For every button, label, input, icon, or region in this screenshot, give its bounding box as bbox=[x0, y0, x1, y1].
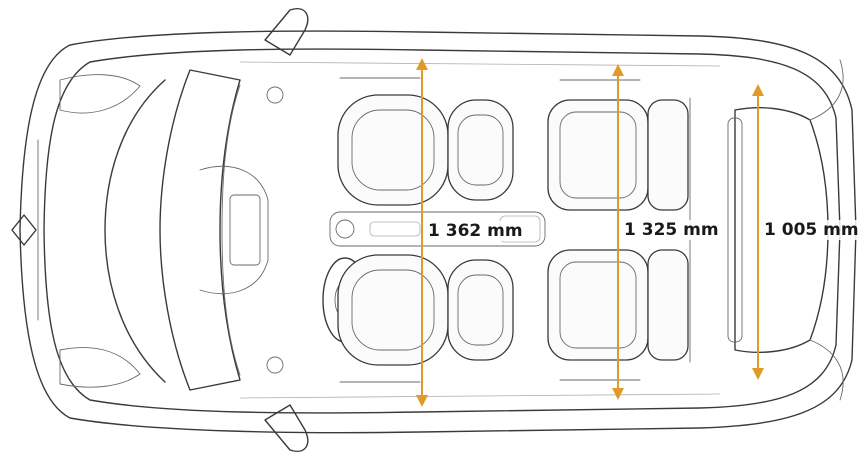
car-inner-outline bbox=[43, 48, 841, 414]
car-body-outline bbox=[19, 30, 857, 434]
left-mirror bbox=[264, 8, 309, 56]
dimension-line-boot bbox=[752, 84, 764, 380]
measurement-boot-width: 1 005 mm bbox=[762, 220, 861, 240]
rear-bench bbox=[547, 97, 691, 363]
brand-logo bbox=[11, 214, 37, 246]
centre-console bbox=[329, 211, 546, 247]
right-mirror bbox=[264, 404, 309, 452]
dimension-line-front bbox=[416, 58, 428, 407]
front-right-seat bbox=[337, 254, 514, 366]
bonnet-line bbox=[104, 79, 166, 383]
dimension-line-rear bbox=[612, 64, 624, 400]
measurement-rear-seat-width: 1 325 mm bbox=[622, 220, 721, 240]
measurement-front-seat-width: 1 362 mm bbox=[426, 221, 525, 241]
front-left-seat bbox=[337, 94, 514, 206]
windscreen bbox=[159, 69, 241, 391]
